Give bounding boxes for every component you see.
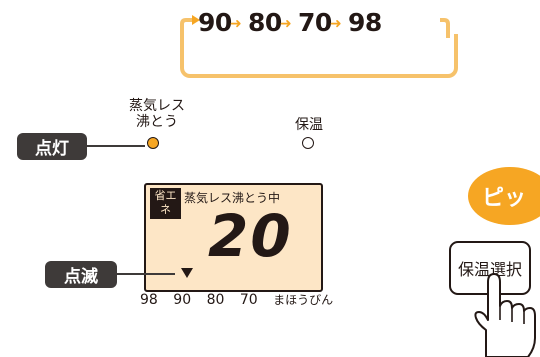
scale-98: 98 (140, 292, 158, 308)
blink-callout-leader (117, 273, 175, 275)
steam-less-boil-lamp (147, 137, 159, 149)
cycle-temp-4: 98 (348, 8, 382, 37)
cycle-sequence: 90 ➜ 80 ➜ 70 ➜ 98 (180, 8, 454, 48)
cycle-end-line (440, 18, 450, 38)
lcd-display: 省エネ コース 蒸気レス沸とう中 20 (144, 183, 323, 292)
cycle-temp-1: 90 (198, 8, 232, 37)
lcd-pointer-icon (181, 268, 193, 278)
cycle-loop-frame (180, 34, 458, 78)
keep-warm-select-button[interactable]: 保温選択 (449, 241, 531, 295)
cycle-temp-2: 80 (248, 8, 282, 37)
pointing-hand-icon (474, 273, 536, 357)
steam-less-boil-label: 蒸気レス 沸とう (129, 98, 185, 130)
cycle-temp-3: 70 (298, 8, 332, 37)
blink-callout-tag: 点滅 (45, 261, 117, 288)
scale-70: 70 (239, 292, 258, 308)
cycle-start-arrow (180, 15, 200, 38)
eco-course-badge: 省エネ コース (150, 188, 181, 244)
keep-warm-lamp (302, 137, 314, 149)
scale-90: 90 (173, 292, 192, 308)
lcd-temperature: 20 (208, 202, 293, 270)
lcd-status-text: 蒸気レス沸とう中 (184, 191, 281, 205)
beep-sound-badge: ピッ (468, 167, 540, 225)
lit-callout-leader (87, 145, 145, 147)
scale-thermos: まほうびん (273, 293, 334, 307)
scale-80: 80 (206, 292, 225, 308)
cycle-arrow-icon: ➜ (230, 16, 242, 32)
lit-callout-tag: 点灯 (17, 133, 87, 160)
cycle-arrow-icon: ➜ (330, 16, 342, 32)
temperature-scale: 98 90 80 70 まほうびん (140, 291, 333, 308)
cycle-arrow-icon: ➜ (280, 16, 292, 32)
keep-warm-label: 保温 (295, 117, 323, 133)
